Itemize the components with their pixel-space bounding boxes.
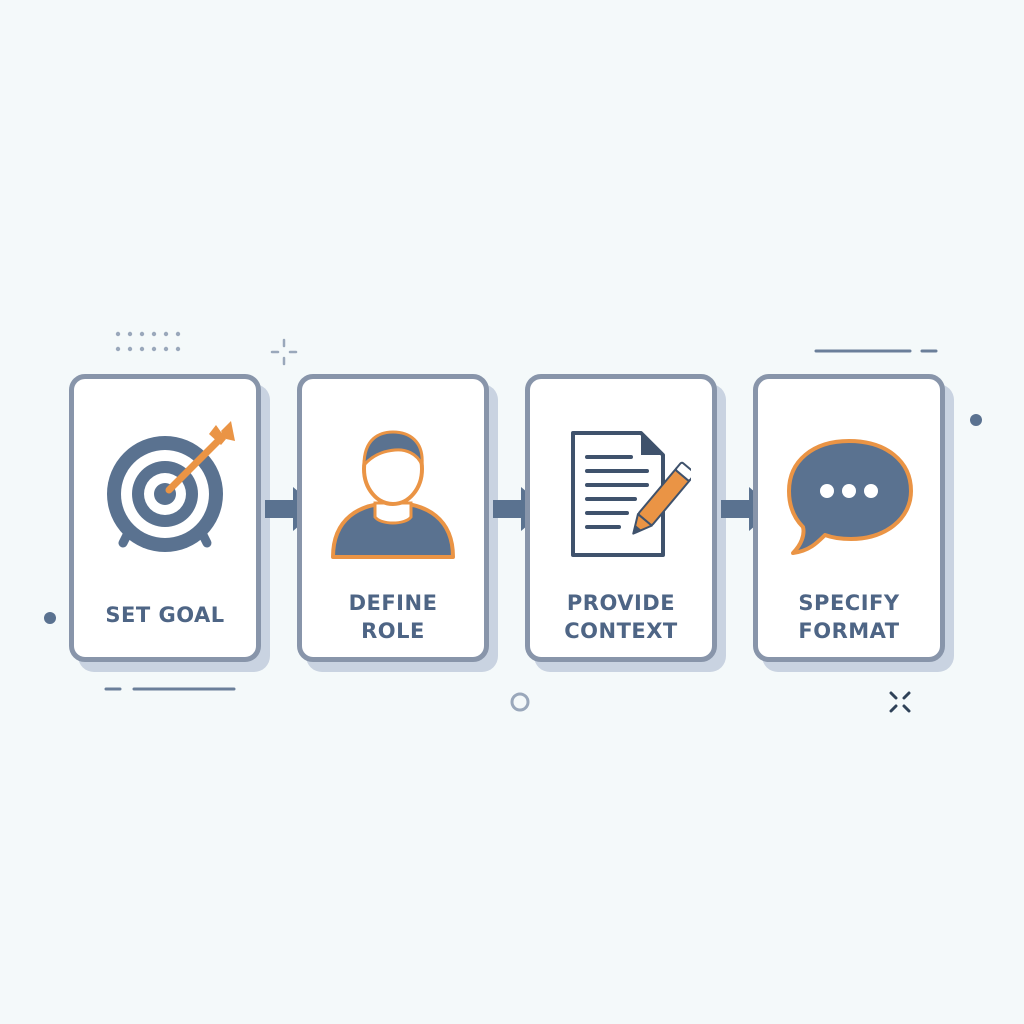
target-arrow-icon	[95, 419, 235, 559]
step-card-provide-context: PROVIDE CONTEXT	[525, 374, 717, 662]
line-decoration-bottom-left	[104, 687, 236, 691]
step-label: SET GOAL	[105, 603, 225, 627]
x-sparkle-decoration	[889, 691, 911, 713]
line-decoration-top-right	[814, 349, 938, 353]
plus-sparkle-decoration	[270, 338, 298, 366]
dot-decoration-right	[970, 414, 982, 426]
step-card-set-goal: SET GOAL	[69, 374, 261, 662]
speech-bubble-icon	[779, 419, 919, 559]
step-card-define-role: DEFINE ROLE	[297, 374, 489, 662]
step-label: DEFINE ROLE	[348, 591, 438, 643]
step-label: PROVIDE CONTEXT	[564, 591, 678, 643]
dot-grid-decoration	[115, 331, 181, 352]
dot-decoration-left	[44, 612, 56, 624]
person-icon	[323, 419, 463, 559]
document-pencil-icon	[551, 419, 691, 559]
step-card-specify-format: SPECIFY FORMAT	[753, 374, 945, 662]
step-label: SPECIFY FORMAT	[798, 591, 900, 643]
ring-decoration	[510, 692, 530, 712]
